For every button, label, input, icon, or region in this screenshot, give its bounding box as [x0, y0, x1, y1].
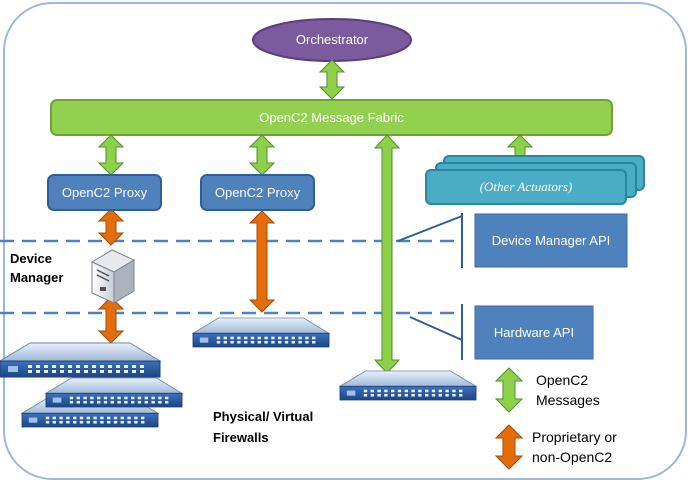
orchestrator-fabric-arrow	[318, 59, 346, 100]
orange-arrows	[97, 208, 276, 344]
hardware-api-label: Hardware API	[493, 325, 575, 340]
legend-green-label-line2: Messages	[536, 392, 600, 408]
message-fabric-label: OpenC2 Message Fabric	[259, 110, 404, 125]
other-actuators-stack	[425, 155, 645, 205]
network-switch-icon	[192, 317, 330, 348]
hardware-api-bracket	[409, 304, 463, 360]
proxy-left-box	[47, 174, 162, 211]
legend-green-label-line1: OpenC2	[536, 372, 589, 388]
device-manager-api-bracket	[397, 213, 463, 268]
proxy-manager-arrow	[97, 208, 125, 246]
proxy-middle-box	[200, 174, 315, 211]
orchestrator-label: Orchestrator	[295, 32, 369, 47]
network-switch-icon	[339, 370, 477, 401]
legend-orange-label-line1: Proprietary or	[532, 429, 617, 445]
device-manager-api-box	[474, 213, 628, 268]
legend-orange-label-line2: non-OpenC2	[532, 449, 613, 465]
hardware-api-box	[474, 305, 594, 360]
other-actuators-label: (Other Actuators)	[479, 179, 573, 194]
proxy-middle-label: OpenC2 Proxy	[214, 185, 301, 200]
server-icon	[90, 249, 136, 304]
device-manager-label-line2: Manager	[10, 270, 64, 285]
device-manager-label-line1: Device	[10, 251, 52, 266]
proxy-left-label: OpenC2 Proxy	[61, 185, 148, 200]
message-fabric-bar	[50, 99, 613, 136]
firewalls-label-line2: Firewalls	[213, 430, 269, 445]
legend-orange-arrow	[494, 424, 524, 470]
legend-green-arrow	[494, 367, 524, 413]
proxy-firewall-arrow	[248, 210, 276, 313]
firewalls-label-line1: Physical/ Virtual	[213, 409, 314, 424]
device-manager-api-label: Device Manager API	[491, 233, 611, 248]
